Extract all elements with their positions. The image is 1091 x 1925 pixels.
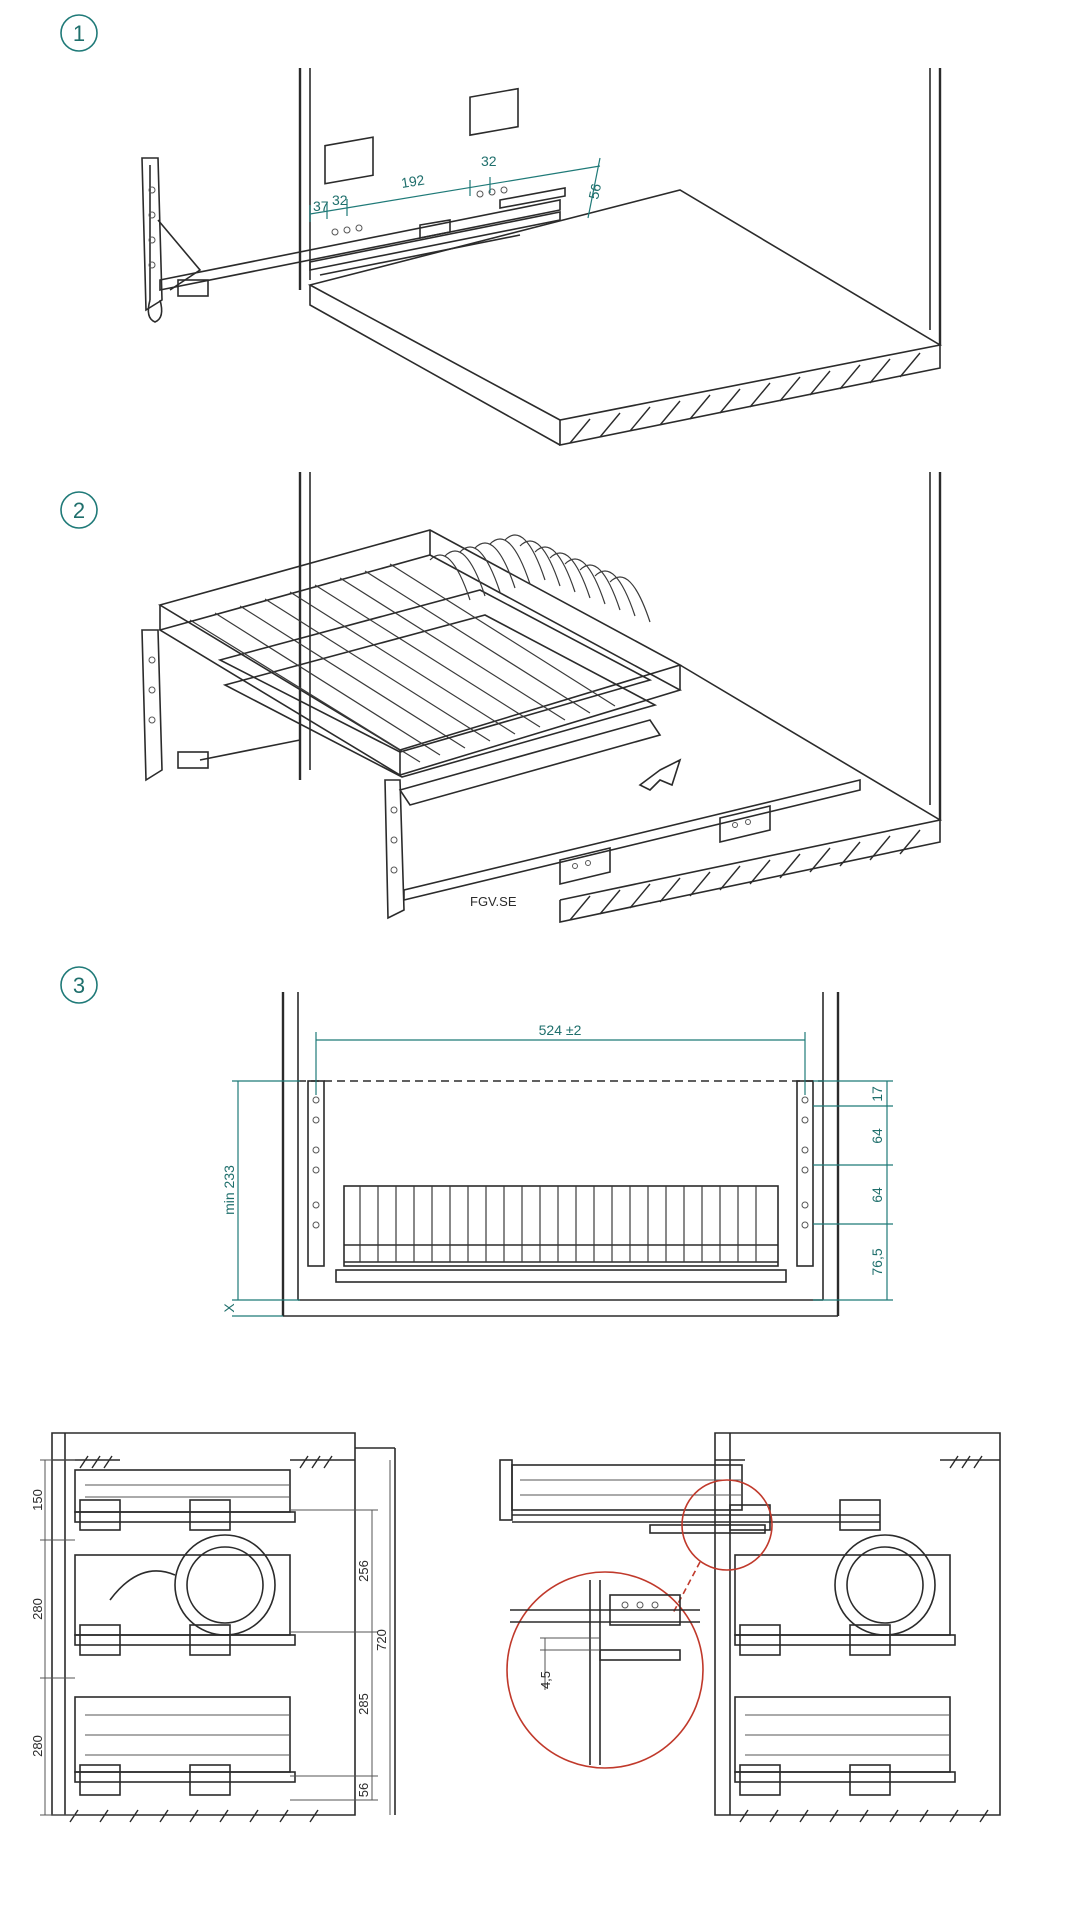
step3-dimensions: 524 ±2 min 233 X 17 64 64 76,5 xyxy=(221,1022,893,1317)
dim-280-b: 280 xyxy=(30,1735,45,1757)
front-frame-step2-left xyxy=(141,629,301,782)
dim-56-side: 56 xyxy=(356,1783,371,1797)
left-basket-3 xyxy=(74,1696,296,1796)
front-frame-step2-right: FGV.SE xyxy=(384,778,861,920)
step-3-marker xyxy=(60,966,98,1004)
cabinet-front-view xyxy=(281,992,840,1317)
mount-bracket-front xyxy=(324,136,374,185)
dim-4-5: 4,5 xyxy=(538,1671,553,1689)
front-lock-step1 xyxy=(177,279,209,297)
left-basket-2 xyxy=(74,1534,296,1656)
step-1-marker xyxy=(60,14,98,52)
dim-720: 720 xyxy=(374,1629,389,1651)
detail-magnified-circle xyxy=(506,1571,704,1769)
cabinet-step1 xyxy=(298,68,943,446)
basket-front xyxy=(335,1185,787,1283)
dim-min-233: min 233 xyxy=(221,1165,237,1215)
dish-rack-basket xyxy=(157,529,683,806)
dim-37: 37 xyxy=(313,198,329,214)
right-basket-3 xyxy=(734,1696,956,1796)
dim-150: 150 xyxy=(30,1489,45,1511)
left-view-dimensions: 150 280 280 256 285 56 720 xyxy=(30,1459,391,1816)
dim-192: 192 xyxy=(400,171,426,190)
dim-32-b: 32 xyxy=(481,153,497,169)
runner-rail-step1 xyxy=(159,87,566,291)
right-basket-1-extended xyxy=(499,1459,881,1534)
frame-rail-right xyxy=(796,1080,814,1267)
dim-x: X xyxy=(221,1303,237,1313)
basket-drip-tray xyxy=(335,1269,787,1283)
basket-cross-wires xyxy=(189,563,616,763)
step-3-number: 3 xyxy=(73,973,85,998)
dim-64-b: 64 xyxy=(869,1187,885,1203)
plate-rack-fins xyxy=(429,534,651,623)
dim-76-5: 76,5 xyxy=(869,1248,885,1275)
runner-brand-label: FGV.SE xyxy=(470,894,517,909)
dim-524: 524 ±2 xyxy=(539,1022,582,1038)
mount-bracket-rear xyxy=(469,87,519,137)
dim-64-a: 64 xyxy=(869,1128,885,1144)
shelf-edge-hatch xyxy=(569,352,921,444)
dim-32-a: 32 xyxy=(332,192,348,208)
left-basket-1 xyxy=(74,1469,296,1531)
front-frame-step1 xyxy=(141,157,209,323)
detail-source-circle xyxy=(681,1479,773,1571)
dim-285: 285 xyxy=(356,1693,371,1715)
step-2-number: 2 xyxy=(73,498,85,523)
right-basket-2 xyxy=(734,1534,956,1656)
side-view-left: 150 280 280 256 285 56 720 xyxy=(30,1432,396,1823)
cabinet-step2 xyxy=(298,472,943,923)
step-3-group: 3 xyxy=(60,966,893,1317)
step-2-marker xyxy=(60,491,98,529)
frame-rail-left xyxy=(307,1080,325,1267)
dim-280-a: 280 xyxy=(30,1598,45,1620)
step-1-group: 1 xyxy=(60,14,943,446)
side-view-right: 4,5 xyxy=(499,1432,1001,1823)
detail-callout: 4,5 xyxy=(506,1479,773,1769)
drip-tray xyxy=(398,719,662,806)
step1-dimensions: 37 32 192 32 56 xyxy=(309,153,604,222)
shelf-edge-hatch-2 xyxy=(569,829,921,921)
step-2-group: 2 xyxy=(60,472,943,923)
dim-56: 56 xyxy=(585,182,604,201)
step-1-number: 1 xyxy=(73,21,85,46)
dim-17: 17 xyxy=(869,1086,885,1102)
dim-256: 256 xyxy=(356,1560,371,1582)
insert-arrow xyxy=(638,758,682,791)
